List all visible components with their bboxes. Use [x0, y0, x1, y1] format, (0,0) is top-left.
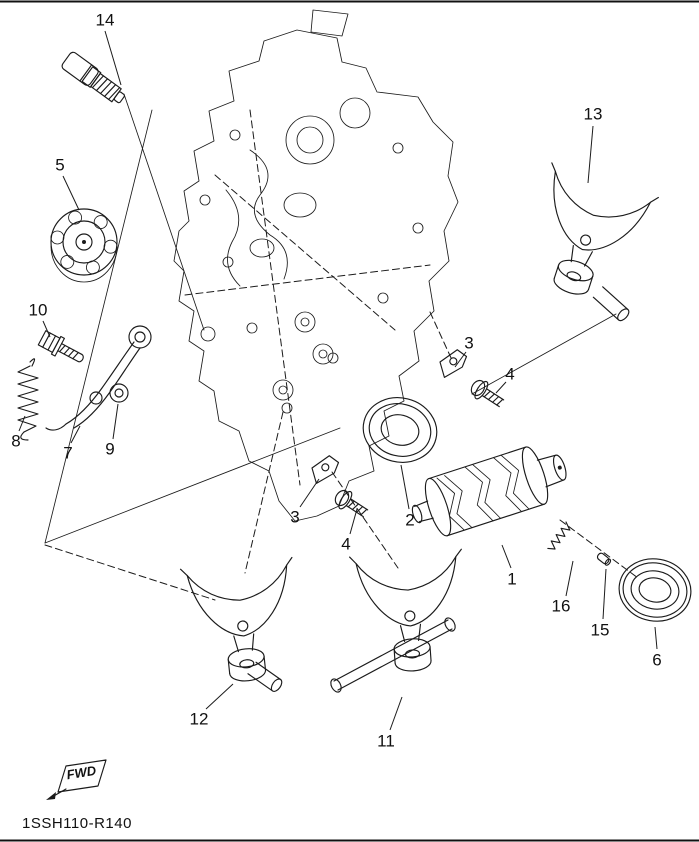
- part-callout-10: 10: [29, 301, 48, 320]
- callout-leader-line: [104, 30, 122, 86]
- part-callout-12: 12: [190, 710, 209, 729]
- diagram-code: 1SSH110-R140: [22, 815, 132, 832]
- callout-leader-line: [565, 560, 574, 597]
- callout-leader-line: [70, 425, 81, 444]
- part-7-stopper-lever: [45, 325, 152, 431]
- callout-leader-line: [602, 568, 607, 620]
- part-6-bearing: [618, 558, 692, 622]
- part-5-segment: [50, 208, 118, 283]
- callout-leader-line: [112, 403, 119, 440]
- part-3-plate-lower: [311, 455, 340, 484]
- part-callout-13: 13: [584, 105, 603, 124]
- part-callout-8: 8: [11, 432, 20, 451]
- part-8-spring: [17, 358, 39, 441]
- part-callout-2: 2: [405, 511, 414, 530]
- part-4-bolt-lower: [334, 489, 369, 518]
- part-15-pin: [596, 552, 612, 566]
- callout-leader-line: [62, 175, 80, 211]
- part-callout-1: 1: [507, 570, 516, 589]
- part-3-plate-upper: [439, 349, 468, 378]
- callout-leader-line: [495, 381, 507, 394]
- callout-leader-line: [654, 626, 658, 650]
- part-16-spring: [547, 521, 571, 550]
- callout-leader-line: [587, 125, 594, 184]
- part-2-seal: [362, 397, 438, 463]
- part-callout-6: 6: [652, 651, 661, 670]
- callout-leader-line: [349, 508, 358, 535]
- part-1-shift-cam: [411, 446, 567, 537]
- callout-leader-line: [454, 351, 467, 368]
- part-callout-3: 3: [464, 334, 473, 353]
- alignment-lines: [44, 93, 639, 601]
- part-callout-9: 9: [105, 440, 114, 459]
- part-callout-5: 5: [55, 156, 64, 175]
- callout-leader-line: [389, 696, 403, 731]
- part-callout-4: 4: [341, 535, 350, 554]
- part-callout-16: 16: [552, 597, 571, 616]
- part-callout-4: 4: [505, 365, 514, 384]
- callout-leader-line: [205, 683, 234, 710]
- part-14-switch: [61, 51, 125, 104]
- callout-leader-line: [299, 478, 320, 508]
- part-callout-3: 3: [290, 508, 299, 527]
- part-13-shift-fork: [514, 162, 659, 322]
- part-10-bolt: [37, 330, 84, 363]
- part-4-bolt-upper: [470, 379, 505, 408]
- callout-leader-line: [400, 464, 410, 510]
- part-callout-15: 15: [591, 621, 610, 640]
- callout-leader-line: [42, 320, 51, 338]
- part-12-shift-fork: [179, 556, 305, 692]
- callout-leader-line: [501, 544, 512, 569]
- fwd-flag: [46, 759, 107, 800]
- part-11-shift-fork: [330, 548, 471, 693]
- part-callout-11: 11: [377, 732, 395, 751]
- callout-layer: 14 5 10 8 7 9 13 3 4 3 4 2 1 16 15 6 12 11: [11, 11, 661, 751]
- callout-leader-line: [18, 415, 26, 432]
- fwd-label: FWD: [66, 763, 98, 783]
- part-callout-7: 7: [63, 444, 72, 463]
- part-9-washer: [109, 383, 129, 403]
- part-callout-14: 14: [96, 11, 115, 30]
- crankcase-outline: [173, 9, 459, 522]
